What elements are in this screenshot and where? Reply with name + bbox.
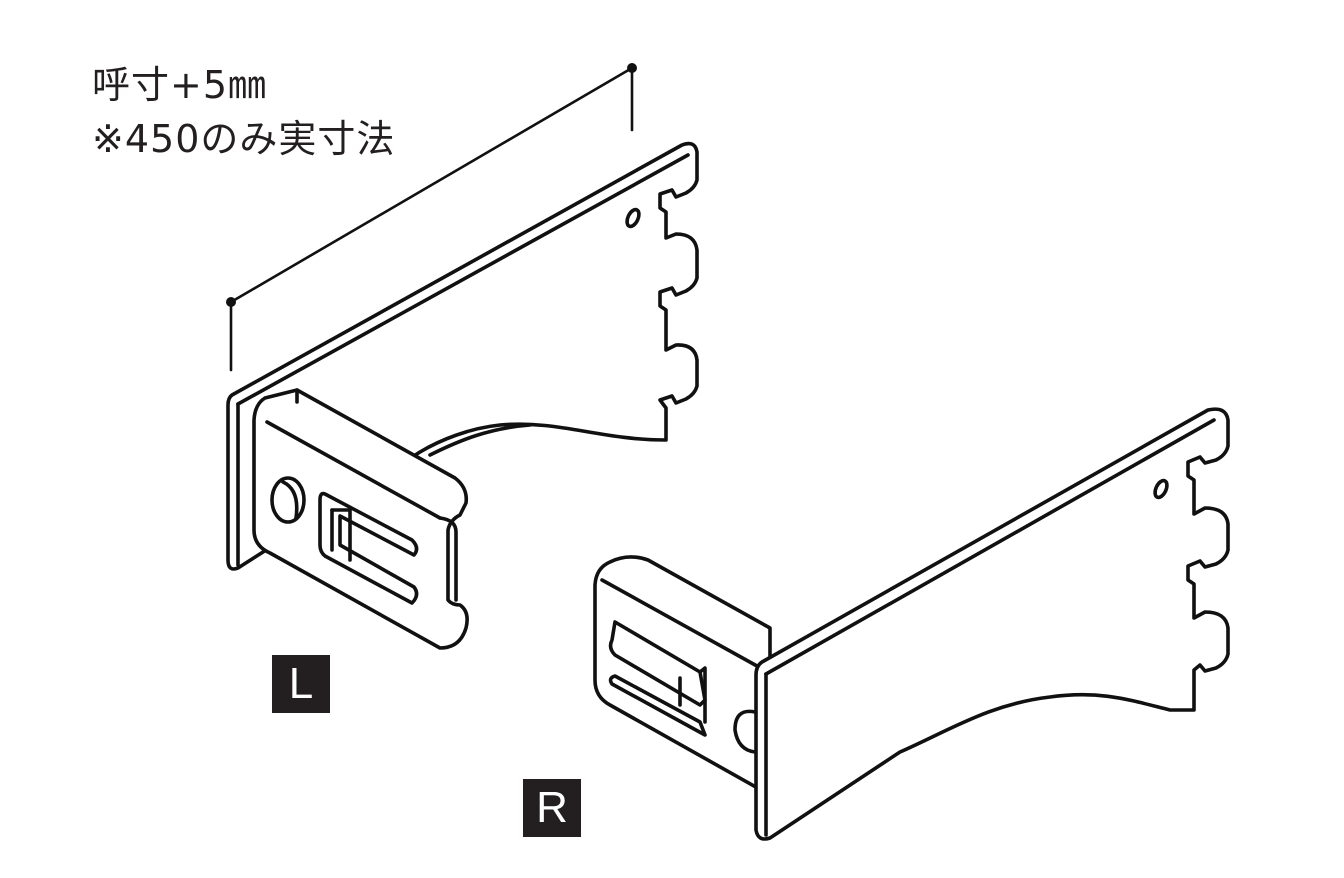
left-bracket <box>226 141 699 650</box>
dimension-line <box>226 63 637 372</box>
right-clip-slot-upper <box>608 620 707 707</box>
left-blade-hole <box>625 207 641 229</box>
left-label-badge: L <box>272 655 330 713</box>
left-clip-screw-hole <box>270 476 306 524</box>
right-label-badge: R <box>523 779 581 837</box>
dimension-endpoint-left <box>226 297 236 307</box>
dimension-note-line2: ※450のみ実寸法 <box>92 117 396 161</box>
left-clip-slot <box>318 491 419 605</box>
right-bracket-blade <box>754 407 1230 841</box>
dimension-endpoint-right <box>627 63 637 73</box>
dimension-note-line1: 呼寸+5㎜ <box>92 63 268 107</box>
right-clip-slot-lower <box>608 674 707 737</box>
right-clip-screw-hole <box>733 709 757 754</box>
left-bracket-clip <box>252 388 469 650</box>
right-bracket-clip <box>593 555 772 797</box>
right-blade-hole <box>1153 478 1169 500</box>
right-bracket <box>593 407 1230 841</box>
